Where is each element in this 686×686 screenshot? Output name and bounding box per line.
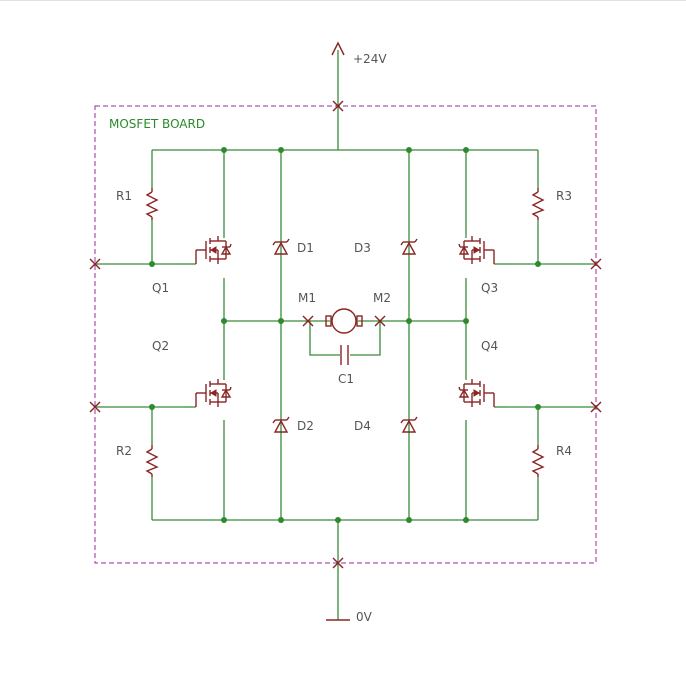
supply-label: +24V <box>353 52 387 66</box>
resistor-r1-label: R1 <box>116 189 132 203</box>
transistor-q3-icon <box>458 235 495 265</box>
resistor-r2-label: R2 <box>116 444 132 458</box>
transistor-q2-icon <box>195 378 232 408</box>
board-boundary <box>94 105 597 564</box>
diode-d2-label: D2 <box>297 419 314 433</box>
transistor-q1-label: Q1 <box>152 281 169 295</box>
supply-terminal <box>331 41 345 150</box>
transistor-q4-icon <box>458 378 495 408</box>
transistor-q4-label: Q4 <box>481 339 498 353</box>
window-top-edge <box>0 0 686 1</box>
diode-d3-label: D3 <box>354 241 371 255</box>
motor <box>325 308 363 334</box>
board-title: MOSFET BOARD <box>109 117 205 131</box>
capacitor-label: C1 <box>338 372 354 386</box>
resistor-r4-label: R4 <box>556 444 572 458</box>
capacitor-c1 <box>340 345 349 365</box>
motor-terminal-m2-label: M2 <box>373 291 391 305</box>
diode-d1-label: D1 <box>297 241 314 255</box>
ground-label: 0V <box>356 610 373 624</box>
transistor-q2-label: Q2 <box>152 339 169 353</box>
diode-d4-label: D4 <box>354 419 371 433</box>
transistor-q3-label: Q3 <box>481 281 498 295</box>
ground-terminal <box>326 520 350 621</box>
junction-dots <box>149 147 541 523</box>
resistor-r3-label: R3 <box>556 189 572 203</box>
resistor-r3-icon <box>532 187 544 221</box>
transistor-q1-icon <box>195 235 232 265</box>
motor-terminal-m1-label: M1 <box>298 291 316 305</box>
resistor-r4-icon <box>532 444 544 478</box>
resistor-r1-icon <box>146 187 158 221</box>
resistor-r2-icon <box>146 444 158 478</box>
